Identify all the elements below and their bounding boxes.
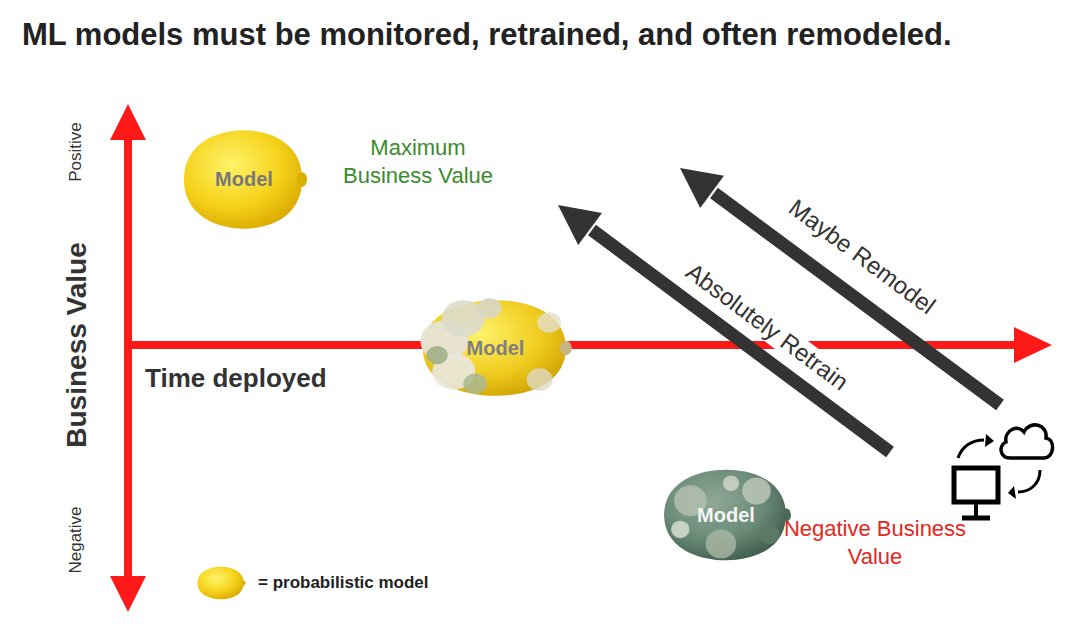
axis-head [1014,327,1052,363]
max-value-label: Maximum Business Value [328,134,508,189]
title: ML models must be monitored, retrained, … [22,16,982,53]
lemon-model: Model [418,292,573,404]
lemon-model: Model [180,122,308,237]
value-axis [124,130,132,588]
axis-label: Business Value [62,240,93,449]
legend: = probabilistic model [196,562,429,604]
retrain-arrow [592,230,890,452]
model-label: Model [215,168,273,191]
computer-cloud-icon [954,425,1053,518]
lemon-model: Model [660,462,792,568]
remodel-arrow [714,193,1000,405]
model-label: Model [467,337,525,360]
axis-end-label: Positive [67,120,86,184]
legend-lemon [196,564,246,602]
negative-value-label: Negative Business Value [775,515,975,570]
model-label: Model [697,504,755,527]
time-axis [128,341,1022,349]
arrow-head [558,205,602,245]
arrow-head [680,168,724,208]
axis-head [110,104,146,140]
axis-end-label: Negative [67,504,86,575]
axis-head [110,576,146,612]
axis-label: Time deployed [145,362,327,395]
legend-text: = probabilistic model [258,573,429,593]
